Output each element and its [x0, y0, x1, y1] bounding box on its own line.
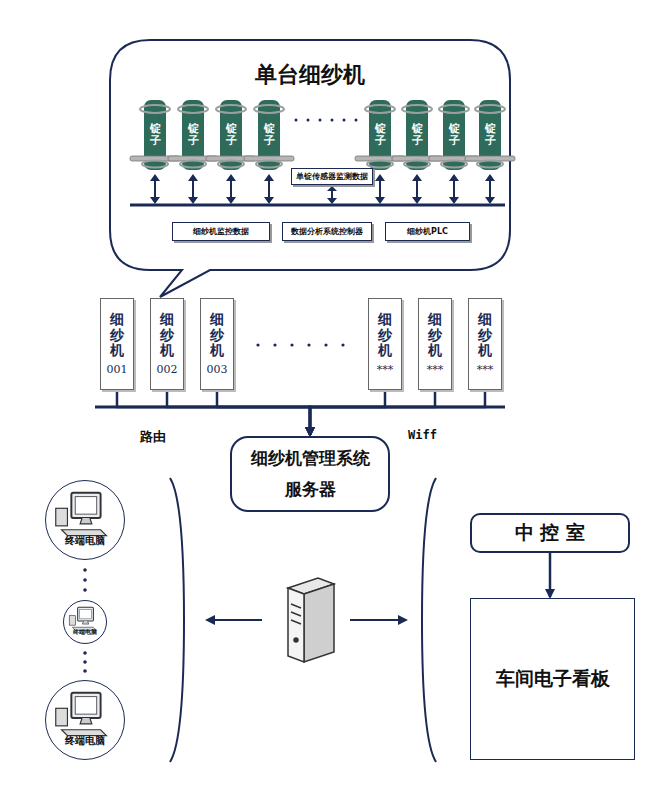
small-node: 单锭传感器监测数据 [291, 168, 373, 185]
computer-icon [46, 681, 124, 759]
free-label: Wiff [408, 428, 437, 442]
small-node: 细纱机监控数据 [172, 222, 270, 241]
arrow-right [350, 619, 406, 621]
double-arrow [192, 180, 194, 199]
double-arrow [230, 180, 232, 199]
node-text: 终端电脑 [46, 734, 124, 748]
dots [319, 119, 322, 122]
node-text: 数据分析系统控制器 [291, 226, 363, 237]
node-text: 003 [207, 363, 228, 376]
node-text: 001 [107, 363, 128, 376]
spindle-node: 锭子 [182, 100, 204, 170]
ctrl-node: 中 控 室 [470, 513, 630, 553]
spindle-node: 锭子 [406, 100, 428, 170]
node-text: 细纱机 [110, 312, 124, 358]
node-text: 锭子 [449, 123, 460, 147]
right-bracket [422, 478, 436, 762]
dots [307, 119, 310, 122]
terminal-node: 终端电脑 [63, 600, 107, 644]
node-text: 锭子 [485, 123, 496, 147]
node-text: 细纱机 [210, 312, 224, 358]
node-text: 细纱机PLC [407, 226, 448, 237]
server-icon [288, 578, 334, 662]
row-dots [256, 343, 344, 346]
connector [549, 553, 552, 597]
machine-node: 细纱机 003 [200, 298, 234, 390]
double-arrow [416, 180, 418, 199]
connector [167, 390, 310, 435]
node-text: 细纱机监控数据 [193, 226, 249, 237]
double-arrow [379, 180, 381, 199]
dots [331, 119, 334, 122]
machine-node: 细纱机 *** [418, 298, 452, 390]
board-node: 车间电子看板 [470, 598, 635, 760]
connector [310, 390, 385, 435]
node-text: 中 控 室 [515, 520, 585, 546]
spindle-node: 锭子 [479, 100, 501, 170]
spindle-node: 锭子 [443, 100, 465, 170]
dots [355, 119, 358, 122]
double-arrow [453, 180, 455, 199]
node-text: 锭子 [412, 123, 423, 147]
node-text: 细纱机 [478, 312, 492, 358]
connector [217, 390, 310, 435]
terminal-node: 终端电脑 [45, 680, 125, 760]
double-arrow [154, 180, 156, 199]
small-node: 数据分析系统控制器 [282, 222, 372, 241]
node-text: 锭子 [264, 123, 275, 147]
arrow-left [207, 619, 262, 621]
node-text: 锭子 [188, 123, 199, 147]
node-text: *** [427, 363, 444, 376]
machine-node: 细纱机 *** [468, 298, 502, 390]
node-text: 锭子 [150, 123, 161, 147]
spindle-node: 锭子 [144, 100, 166, 170]
machine-bus [130, 204, 505, 207]
node-text: 细纱机 [428, 312, 442, 358]
double-arrow [489, 180, 491, 199]
node-text: *** [477, 363, 494, 376]
spindle-node: 锭子 [220, 100, 242, 170]
double-arrow [331, 190, 333, 198]
server-node: 细纱机管理系统 服务器 [230, 436, 390, 512]
connector [117, 390, 310, 435]
computer-icon [64, 601, 106, 643]
dots [295, 119, 298, 122]
computer-icon [46, 481, 124, 559]
left-bracket [170, 478, 184, 762]
node-text: 车间电子看板 [496, 666, 610, 692]
node-text: 锭子 [226, 123, 237, 147]
node-text: 002 [157, 363, 178, 376]
node-text: 终端电脑 [46, 534, 124, 548]
bubble-node: 单台细纱机锭子 锭子 锭子 锭子 锭子 锭子 锭子 锭子单锭传感器监测数据细纱机监控数据 数据分… [110, 40, 510, 270]
free-label: 路由 [140, 428, 166, 446]
dots [343, 119, 346, 122]
machine-node: 细纱机 002 [150, 298, 184, 390]
node-text: 终端电脑 [64, 628, 106, 637]
node-text: *** [377, 363, 394, 376]
node-text: 单台细纱机 [110, 60, 510, 90]
double-arrow [268, 180, 270, 199]
machine-node: 细纱机 001 [100, 298, 134, 390]
machine-node: 细纱机 *** [368, 298, 402, 390]
small-node: 细纱机PLC [385, 222, 470, 241]
node-text: 细纱机 [378, 312, 392, 358]
spindle-node: 锭子 [369, 100, 391, 170]
node-text: 细纱机 [160, 312, 174, 358]
terminal-node: 终端电脑 [45, 480, 125, 560]
connector [310, 390, 485, 435]
spindle-node: 锭子 [258, 100, 280, 170]
node-text: 锭子 [375, 123, 386, 147]
node-text: 单锭传感器监测数据 [296, 171, 368, 182]
node-text: 细纱机管理系统 服务器 [240, 443, 380, 504]
